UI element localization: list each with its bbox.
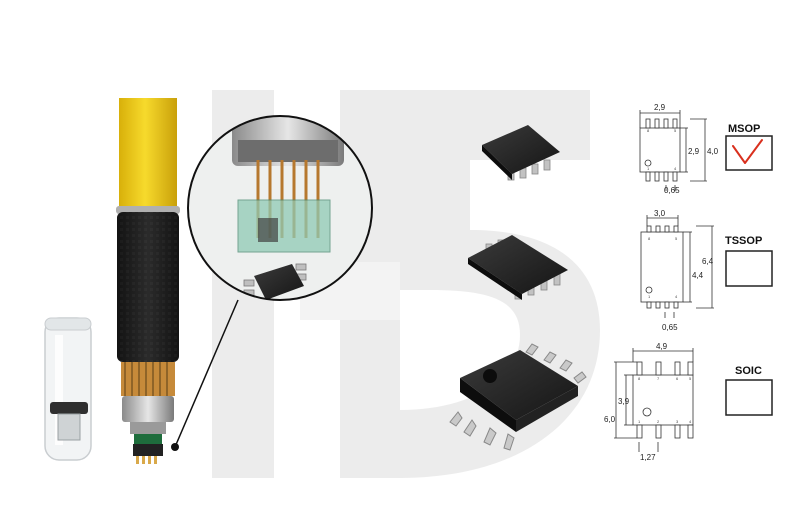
soic-pin-4: 4 [689,419,692,424]
tssop-pin-4: 4 [675,294,678,299]
package-checkbox-tssop[interactable] [725,250,773,287]
soic-pin-7: 7 [657,376,660,381]
soic-dim-width: 4,9 [656,342,668,351]
zoom-detail-circle [187,115,373,301]
msop-dim-width: 2,9 [654,103,666,112]
tssop-pin-1: 1 [648,294,651,299]
package-checkbox-soic[interactable] [725,379,773,416]
tssop-dim-pitch: 0,65 [662,323,678,332]
check-mark-icon [732,139,763,164]
probe-cap [44,317,92,461]
soic-dim-body: 3,9 [618,397,630,406]
package-label-tssop: TSSOP [725,235,762,247]
msop-pin-1: 1 [647,166,650,171]
clip-probe [116,98,180,464]
soic-pin-3: 3 [676,419,679,424]
msop-dimension-drawing [639,110,707,191]
tssop-dim-total: 6,4 [702,257,714,266]
package-checkbox-msop[interactable] [725,135,773,171]
soic-pin-6: 6 [676,376,679,381]
soic-pin-2: 2 [657,419,660,424]
tssop-chip-photo [468,235,568,300]
msop-dim-total: 4,0 [707,147,719,156]
msop-pin-5: 5 [674,128,677,133]
msop-dim-body: 2,9 [688,147,700,156]
tssop-pin-5: 5 [675,236,678,241]
tssop-pin-8: 8 [648,236,651,241]
soic-dim-total: 6,0 [604,415,616,424]
soic-pin-8: 8 [638,376,641,381]
soic-pin-1: 1 [638,419,641,424]
tssop-dimension-drawing [640,215,714,318]
package-label-soic: SOIC [735,365,762,377]
package-label-msop: MSOP [728,123,760,135]
msop-pin-8: 8 [647,128,650,133]
msop-pin-4: 4 [674,166,677,171]
soic-pin-5: 5 [689,376,692,381]
soic-dim-pitch: 1,27 [640,453,656,462]
tssop-dim-body: 4,4 [692,271,704,280]
zoom-callout-line [171,299,239,451]
soic-dimension-drawing [614,348,694,452]
tssop-dim-width: 3,0 [654,209,666,218]
msop-dim-pitch: 0,65 [664,186,680,195]
msop-chip-photo [482,125,560,181]
soic-chip-photo [449,343,587,451]
